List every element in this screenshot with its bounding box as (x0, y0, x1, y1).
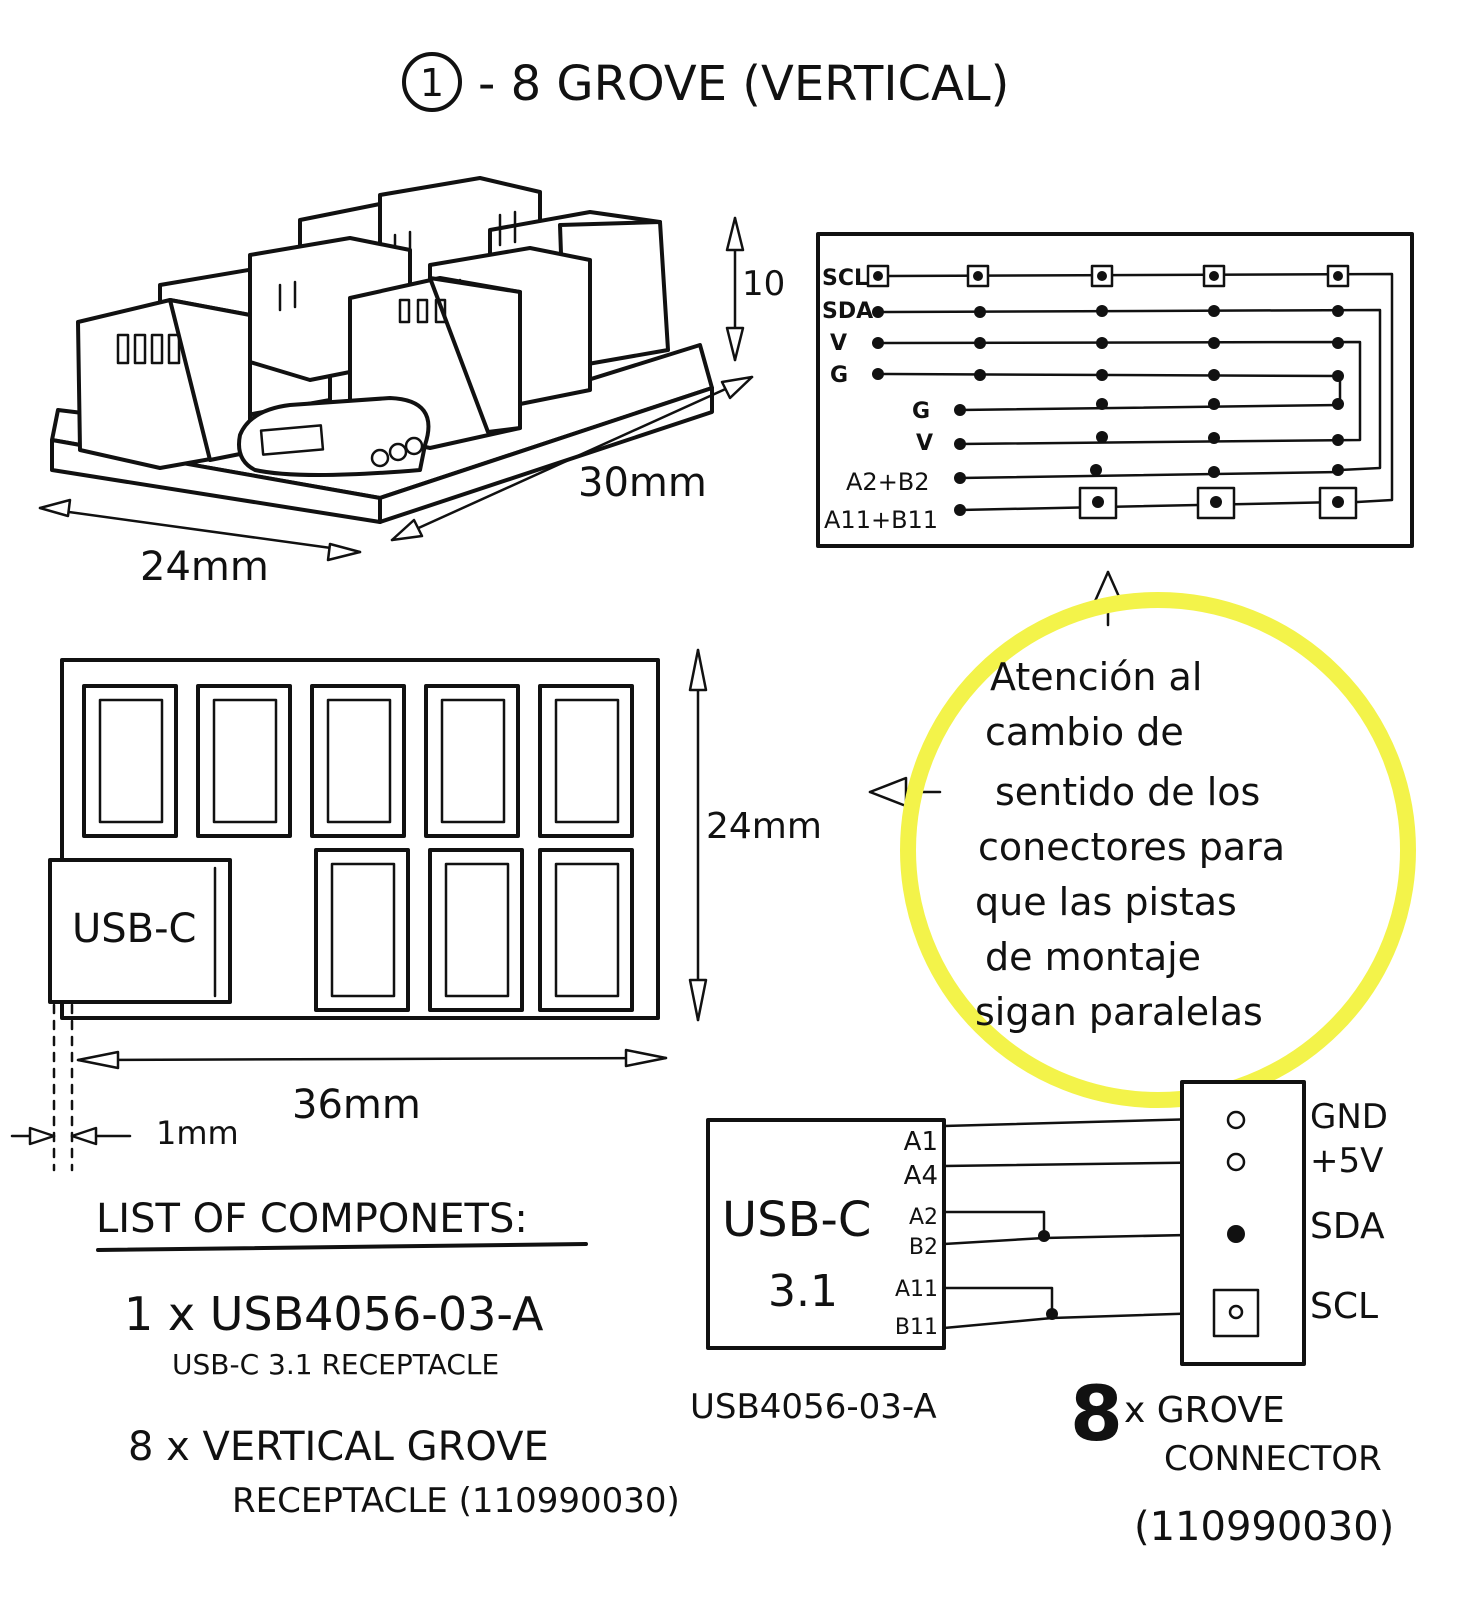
note-line-4: conectores para (978, 825, 1285, 869)
schematic-usb-title-2: 3.1 (768, 1266, 838, 1317)
routing-label-a2b2: A2+B2 (846, 468, 930, 496)
routing-label-g-2: G (912, 399, 930, 424)
top-dimension-height: 24mm (688, 648, 822, 1022)
note-line-5: que las pistas (975, 880, 1237, 924)
note-line-1: Atención al (990, 655, 1202, 699)
usb-pin-a4: A4 (904, 1161, 938, 1191)
routing-label-sda: SDA (822, 299, 873, 324)
component-1-line-2: USB-C 3.1 RECEPTACLE (172, 1348, 499, 1381)
bottom-row-sockets (314, 848, 634, 1012)
routing-diagram: SCL SDA V G G V A2+B2 A11+B11 (816, 232, 1414, 627)
note-line-3: sentido de los (995, 770, 1260, 814)
top-height-label: 24mm (706, 806, 822, 847)
usb-pin-a2: A2 (909, 1205, 938, 1230)
routing-label-v: V (830, 331, 847, 356)
components-list: LIST OF COMPONETS: 1 x USB4056-03-A USB-… (96, 1196, 680, 1521)
note-line-7: sigan paralelas (975, 990, 1263, 1034)
note-line-6: de montaje (985, 935, 1201, 979)
grove-pin-sda: SDA (1310, 1206, 1385, 1247)
schematic-grove-box (1180, 1080, 1306, 1366)
routing-label-v-2: V (916, 431, 933, 456)
grove-pin-scl: SCL (1310, 1286, 1378, 1327)
note-highlight-circle (900, 592, 1416, 1108)
components-heading: LIST OF COMPONETS: (96, 1196, 528, 1242)
routing-label-scl: SCL (822, 266, 868, 291)
top-row-sockets (82, 684, 634, 838)
usb-pin-a1: A1 (904, 1127, 938, 1157)
top-width-label: 36mm (292, 1082, 421, 1128)
schematic-usb-title-1: USB-C (722, 1192, 871, 1248)
top-view-usb-label: USB-C (72, 906, 196, 952)
top-dimension-offset: 1mm (10, 1114, 239, 1152)
usb-pin-b11: B11 (895, 1315, 938, 1340)
component-2-line-2: RECEPTACLE (110990030) (232, 1481, 680, 1521)
components-heading-underline (96, 1242, 588, 1252)
base-plate-side (378, 386, 714, 524)
usb-c-receptacle-iso (237, 396, 431, 477)
grove-pin-gnd: GND (1310, 1097, 1388, 1137)
grove-count: 8 (1070, 1369, 1123, 1458)
iso-length-label: 30mm (578, 460, 707, 506)
routing-label-a11b11: A11+B11 (824, 506, 938, 534)
grove-pin-5v: +5V (1310, 1141, 1383, 1181)
iso-dimension-height: 10 (725, 216, 785, 362)
iso-width-label: 24mm (140, 544, 269, 590)
usb-pin-b2: B2 (909, 1235, 938, 1260)
grove-connectors-front-row (76, 276, 522, 470)
iso-height-label: 10 (742, 264, 785, 304)
iso-dimension-length: 30mm (390, 375, 754, 542)
grove-label-2: CONNECTOR (1164, 1439, 1382, 1479)
usb-c-top-view: USB-C (48, 858, 232, 1172)
schematic-usb-part: USB4056-03-A (690, 1387, 937, 1427)
component-1-line-1: 1 x USB4056-03-A (124, 1287, 544, 1341)
title-number-circle (402, 52, 462, 112)
title: 1 - 8 GROVE (VERTICAL) (402, 52, 1009, 112)
title-number: 1 (420, 61, 444, 105)
schematic-usb-box (706, 1118, 946, 1350)
isometric-board-drawing: 10 30mm 24mm (38, 176, 785, 590)
note-line-2: cambio de (985, 710, 1184, 754)
grove-label-1: x GROVE (1124, 1390, 1285, 1431)
top-offset-label: 1mm (156, 1114, 239, 1152)
top-dimension-width: 36mm (76, 1048, 668, 1128)
schematic: USB-C 3.1 A1 A4 A2 B2 A11 B11 USB4056-03… (690, 1080, 1394, 1550)
title-text: - 8 GROVE (VERTICAL) (478, 56, 1009, 112)
routing-label-g: G (830, 363, 848, 388)
top-view-board: USB-C 24mm 36mm 1mm (10, 648, 942, 1172)
component-2-line-1: 8 x VERTICAL GROVE (128, 1424, 549, 1470)
usb-pin-a11: A11 (895, 1277, 938, 1302)
grove-part: (110990030) (1134, 1504, 1394, 1550)
iso-dimension-width: 24mm (38, 498, 362, 590)
note-annotation: Atención al cambio de sentido de los con… (900, 592, 1416, 1108)
